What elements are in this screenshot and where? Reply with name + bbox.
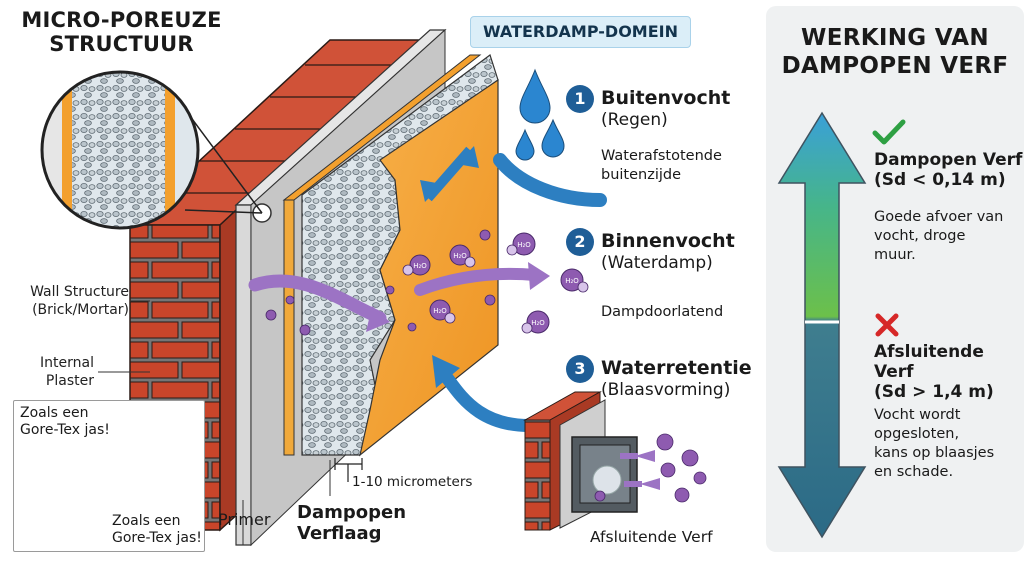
gore-tex-text-top: Zoals een Gore-Tex jas!	[20, 405, 140, 439]
label-leader-lines	[98, 300, 331, 545]
gore-tex-line4: Gore-Tex jas!	[112, 530, 202, 546]
vapor-arrow	[248, 262, 550, 332]
good-desc-line1: Goede afvoer van	[874, 209, 1004, 225]
rain-arrow	[420, 146, 607, 207]
h2o-molecule: H₂O	[449, 244, 476, 268]
step-3-subtitle: (Blaasvorming)	[601, 380, 731, 400]
verflaag-line1: Dampopen	[297, 502, 407, 523]
micro-porous-title-line1: MICRO-POREUZE	[21, 8, 222, 32]
water-drop-icon	[515, 68, 565, 161]
step-1-badge: 1	[566, 85, 594, 113]
micro-porous-title-line2: STRUCTUUR	[49, 32, 194, 56]
step-2-description: Dampdoorlatend	[601, 303, 723, 322]
gore-tex-line2: Gore-Tex jas!	[20, 422, 110, 438]
step-2-subtitle: (Waterdamp)	[601, 253, 713, 273]
gore-tex-text-bottom: Zoals een Gore-Tex jas!	[112, 513, 212, 547]
afsluitende-verf-illustration	[523, 391, 707, 531]
step-2-badge: 2	[566, 228, 594, 256]
svg-text:H₂O: H₂O	[433, 307, 447, 315]
micro-porous-title: MICRO-POREUZE STRUCTUUR	[14, 8, 229, 56]
svg-text:H₂O: H₂O	[517, 241, 531, 249]
micrometer-bracket	[334, 458, 363, 482]
bad-desc-line2: opgesloten,	[874, 426, 960, 442]
retention-arrow	[432, 355, 547, 432]
step-1-title: Buitenvocht	[601, 87, 731, 109]
gore-tex-box	[13, 400, 205, 552]
micrometers-label: 1-10 micrometers	[352, 474, 473, 490]
step-1-desc-line1: Waterafstotende	[601, 148, 722, 164]
internal-plaster-label-line1: Internal	[40, 355, 94, 371]
step-2-title: Binnenvocht	[601, 230, 735, 252]
afsluitende-verf-heading: Afsluitende Verf (Sd > 1,4 m)	[874, 342, 994, 402]
svg-text:H₂O: H₂O	[413, 262, 427, 270]
h2o-molecule: H₂O	[402, 254, 431, 276]
panel-title: WERKING VAN DAMPOPEN VERF	[770, 24, 1020, 80]
step-3-badge: 3	[566, 355, 594, 383]
wall-structure-label-line1: Wall Structure	[30, 284, 129, 300]
dampopen-verf-heading: Dampopen Verf (Sd < 0,14 m)	[874, 150, 1022, 190]
dampopen-verf-description: Goede afvoer van vocht, droge muur.	[874, 208, 1003, 265]
svg-text:H₂O: H₂O	[453, 252, 467, 260]
bad-heading-line1: Afsluitende	[874, 342, 984, 362]
panel-title-line2: DAMPOPEN VERF	[781, 53, 1009, 79]
h2o-molecule: H₂O	[560, 268, 589, 293]
vapor-scale-arrow	[777, 111, 867, 539]
svg-text:H₂O: H₂O	[531, 319, 545, 327]
good-heading-line1: Dampopen Verf	[874, 150, 1023, 170]
waterdamp-domein-badge: WATERDAMP-DOMEIN	[470, 16, 691, 48]
afsluitende-verf-description: Vocht wordt opgesloten, kans op blaasjes…	[874, 406, 994, 482]
bad-heading-line2: Verf	[874, 362, 914, 382]
good-desc-line3: muur.	[874, 247, 916, 263]
primer-layer	[282, 54, 482, 456]
gore-tex-line1: Zoals een	[20, 405, 89, 421]
panel-title-line1: WERKING VAN	[801, 25, 989, 51]
verflaag-line2: Verflaag	[297, 523, 382, 544]
internal-plaster-label: Internal Plaster	[4, 354, 94, 390]
afsluitende-verf-label: Afsluitende Verf	[590, 528, 713, 546]
step-1-description: Waterafstotende buitenzijde	[601, 147, 722, 185]
wall-structure-label-line2: (Brick/Mortar)	[32, 302, 129, 318]
primer-label: Primer	[218, 510, 271, 529]
dampopen-verflaag-label: Dampopen Verflaag	[297, 502, 406, 544]
gore-tex-line3: Zoals een	[112, 513, 181, 529]
bad-desc-line4: en schade.	[874, 464, 954, 480]
bad-heading-line3: (Sd > 1,4 m)	[874, 382, 994, 402]
h2o-molecule: H₂O	[521, 310, 550, 334]
h2o-molecule: H₂O	[429, 299, 456, 324]
good-desc-line2: vocht, droge	[874, 228, 966, 244]
internal-plaster-label-line2: Plaster	[45, 373, 94, 389]
step-2-desc-line1: Dampdoorlatend	[601, 304, 724, 320]
cross-icon	[875, 313, 899, 337]
check-icon	[872, 119, 906, 145]
water-molecules: H₂O H₂O H₂O H₂O H₂O H₂O	[265, 229, 589, 336]
bad-desc-line1: Vocht wordt	[874, 407, 961, 423]
svg-text:H₂O: H₂O	[565, 277, 579, 285]
step-3-title: Waterretentie	[601, 357, 752, 379]
step-1-desc-line2: buitenzijde	[601, 167, 682, 183]
wall-structure-label: Wall Structure (Brick/Mortar)	[4, 283, 129, 319]
step-1-subtitle: (Regen)	[601, 110, 668, 130]
good-heading-line2: (Sd < 0,14 m)	[874, 170, 1006, 190]
h2o-molecule: H₂O	[506, 232, 536, 256]
bad-desc-line3: kans op blaasjes	[874, 445, 995, 461]
